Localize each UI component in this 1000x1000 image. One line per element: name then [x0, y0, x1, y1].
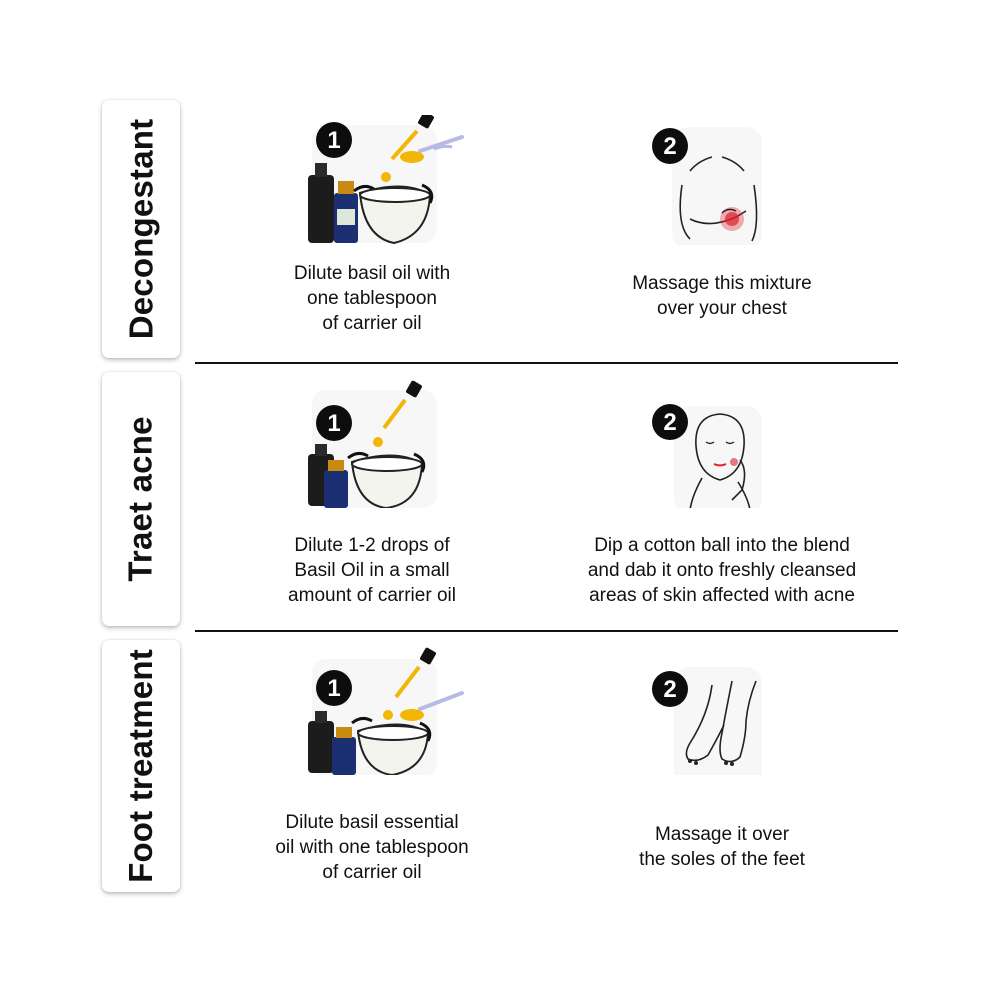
step-text-line: oil with one tablespoon — [275, 837, 469, 858]
step-description: Massage this mixture over your chest — [572, 271, 872, 321]
step-text-line: Basil Oil in a small — [294, 560, 450, 581]
section-tab-foot-treatment: Foot treatment — [102, 640, 180, 892]
oil-dilution-icon: 1 — [308, 115, 464, 245]
section-divider — [195, 362, 898, 364]
step-description: Dilute basil oil with one tablespoon of … — [222, 261, 522, 336]
section-tab-decongestant: Decongestant — [102, 100, 180, 358]
oil-dilution-icon: 1 — [308, 647, 464, 775]
step-text-line: of carrier oil — [322, 862, 422, 883]
step-number: 2 — [663, 409, 676, 436]
face-cotton-ball-icon: 2 — [652, 404, 762, 508]
step-description: Dip a cotton ball into the blend and dab… — [572, 533, 872, 608]
step-text-line: Massage it over — [654, 824, 790, 845]
step-card: 1 Dilute basil essential oil with one ta… — [222, 645, 522, 890]
oil-dilution-icon: 1 — [308, 380, 437, 508]
step-description: Dilute basil essential oil with one tabl… — [222, 810, 522, 885]
step-card: 1 Dilute basil oil with one tablespoon o… — [222, 115, 522, 345]
chest-massage-icon: 2 — [652, 127, 762, 245]
step-text-line: Dilute basil essential — [285, 812, 459, 833]
step-card: 1 Dilute 1-2 drops of Basil Oil in a sma… — [222, 378, 522, 613]
section-tab-treat-acne: Traet acne — [102, 372, 180, 626]
step-text-line: Massage this mixture — [632, 273, 812, 294]
section-label: Traet acne — [122, 416, 160, 582]
section-label: Foot treatment — [122, 649, 159, 883]
step-text-line: and dab it onto freshly cleansed — [587, 560, 857, 581]
step-number: 1 — [327, 127, 340, 154]
step-text-line: Dip a cotton ball into the blend — [594, 535, 850, 556]
step-card: 2 Massage this mixture over your chest — [572, 115, 872, 345]
step-card: 2 Massage it over the soles of the feet — [572, 645, 872, 890]
step-card: 2 Dip a cotton ball into the blend and d… — [572, 378, 872, 613]
step-text-line: of carrier oil — [322, 313, 422, 334]
step-text-line: areas of skin affected with acne — [589, 585, 855, 606]
step-number: 2 — [663, 133, 676, 160]
step-text-line: the soles of the feet — [639, 849, 805, 870]
step-description: Dilute 1-2 drops of Basil Oil in a small… — [222, 533, 522, 608]
step-text-line: one tablespoon — [307, 288, 437, 309]
section-divider — [195, 630, 898, 632]
step-text-line: over your chest — [657, 298, 787, 319]
feet-massage-icon: 2 — [652, 667, 762, 775]
step-text-line: Dilute 1-2 drops of — [294, 535, 450, 556]
step-text-line: Dilute basil oil with — [293, 263, 451, 284]
step-description: Massage it over the soles of the feet — [572, 822, 872, 872]
section-label: Decongestant — [122, 118, 160, 340]
step-text-line: amount of carrier oil — [288, 585, 456, 606]
step-number: 1 — [327, 675, 340, 702]
step-number: 2 — [663, 676, 676, 703]
step-number: 1 — [327, 410, 340, 437]
